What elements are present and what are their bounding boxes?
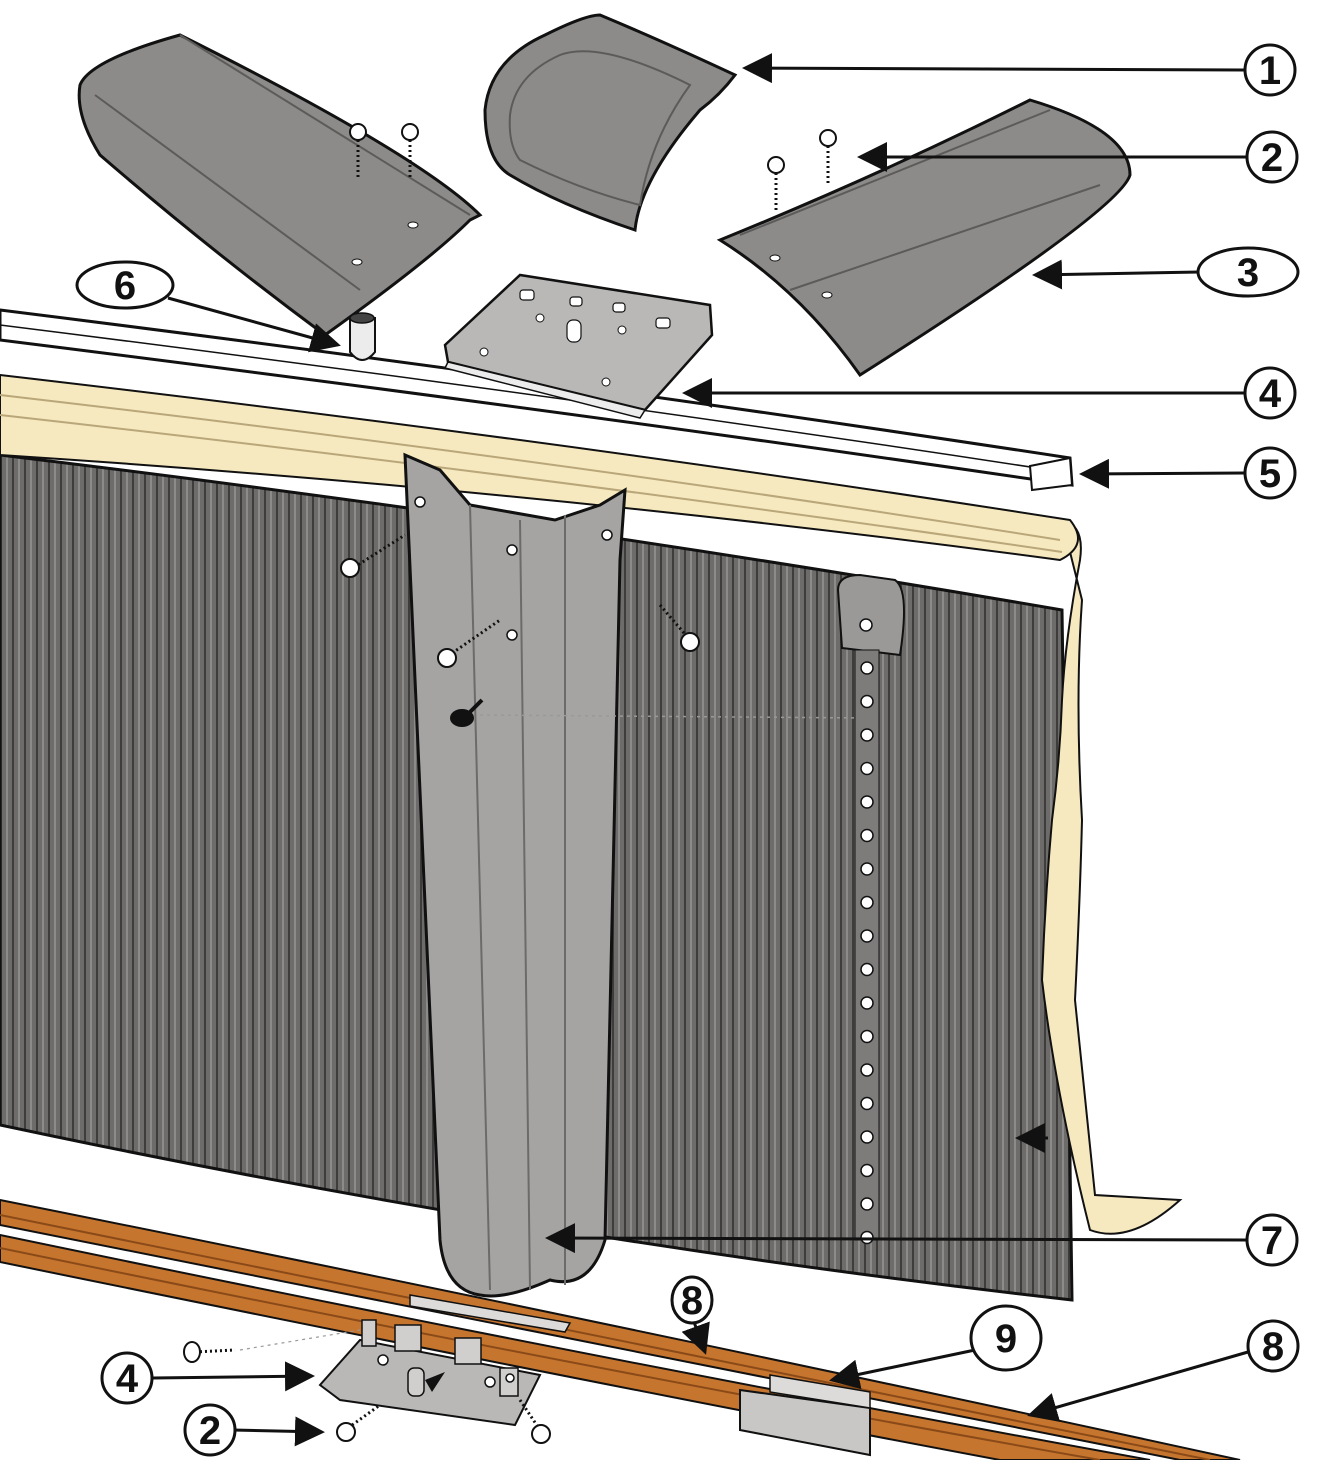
callout-8-right: 8: [1246, 1319, 1300, 1373]
callout-label: 3: [1237, 251, 1259, 295]
bolt-icon: [860, 694, 874, 709]
bolt-icon: [860, 1096, 874, 1111]
bolt-icon: [860, 996, 874, 1010]
bolt-icon: [860, 1197, 874, 1211]
top-cap-right-part-3: [716, 98, 1132, 378]
screw-icon: [340, 533, 406, 578]
callout-label: 2: [1261, 136, 1283, 180]
top-coping-rail: [0, 373, 1079, 562]
callout-2-top: 2: [1245, 130, 1299, 184]
callout-label: 4: [116, 1357, 139, 1401]
bolt-icon: [860, 761, 874, 776]
bolt-icon: [860, 929, 874, 943]
bolt-icon: [860, 862, 874, 876]
pool-liner: [1040, 518, 1183, 1235]
callout-label: 8: [681, 1279, 703, 1323]
screw-icon: [349, 123, 367, 180]
screw-icon: [819, 129, 837, 185]
bolt-icon: [860, 795, 874, 809]
callout-label: 5: [1259, 452, 1281, 496]
bolt-icon: [860, 1130, 874, 1144]
top-plate-part-4: [443, 273, 714, 419]
callout-7: 7: [1245, 1213, 1299, 1267]
callout-label: 1: [1259, 49, 1281, 93]
bolt-icon: [860, 962, 874, 977]
screw-icon: [658, 604, 700, 652]
top-cap-left: [77, 33, 483, 337]
callout-label: 9: [995, 1317, 1017, 1361]
leader-lines: [152, 53, 1249, 1447]
callout-1: 1: [1243, 43, 1297, 97]
callout-2-bottom: 2: [183, 1403, 237, 1457]
screw-icon: [183, 1329, 361, 1363]
bottom-rail-part-8: [0, 1198, 1241, 1460]
screw-icon: [336, 1403, 381, 1442]
callout-label: 7: [1261, 1219, 1283, 1263]
callout-8-left: 8: [670, 1275, 714, 1325]
rail-connector-part-9: [739, 1388, 871, 1457]
callout-label: 2: [199, 1409, 221, 1453]
callout-4-top: 4: [1243, 366, 1297, 420]
callout-9: 9: [969, 1304, 1043, 1372]
callout-5: 5: [1243, 446, 1297, 500]
top-seat-cap-part-1: [483, 13, 738, 233]
callout-6: 6: [75, 260, 175, 310]
callout-label: 6: [114, 264, 136, 308]
callout-3: 3: [1196, 246, 1300, 298]
bolt-icon: [860, 1163, 874, 1178]
bolt-row: [860, 661, 874, 1245]
bolt-icon: [860, 728, 874, 742]
bolt-icon: [860, 661, 874, 675]
screw-icon: [767, 156, 785, 210]
bolt-icon: [860, 1063, 874, 1077]
callout-label: 8: [1262, 1325, 1284, 1369]
bolt-icon: [860, 1029, 874, 1044]
callout-4-bottom: 4: [100, 1351, 154, 1405]
screw-icon: [518, 1399, 551, 1444]
callout-label: 4: [1259, 372, 1282, 416]
bolt-icon: [860, 828, 874, 843]
bolt-icon: [450, 698, 484, 727]
bolt-icon: [860, 895, 874, 910]
vertical-upright-part-7: [403, 452, 627, 1298]
plastic-end-cap-part-6: [349, 312, 376, 361]
screw-icon: [401, 123, 419, 180]
screw-icon: [437, 618, 501, 668]
bottom-plate-part-4: [318, 1319, 542, 1427]
